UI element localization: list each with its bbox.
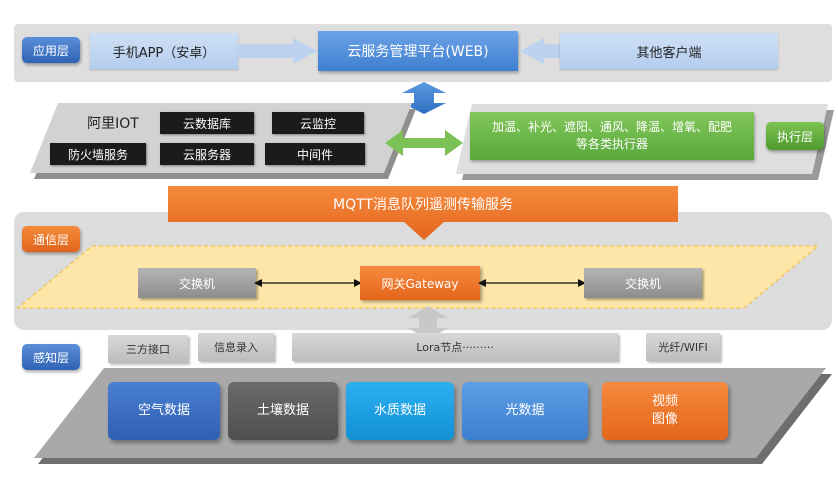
updown-arrow-app-cloud-icon bbox=[402, 82, 446, 114]
sensing-layer-label: 感知层 bbox=[22, 344, 80, 370]
video-image-box: 视频 图像 bbox=[602, 382, 728, 440]
application-layer-label: 应用层 bbox=[22, 37, 80, 63]
cloud-platform-panel bbox=[30, 103, 416, 179]
cloud-web-platform-box: 云服务管理平台(WEB) bbox=[318, 31, 518, 71]
lora-node-chip: Lora节点········· bbox=[292, 333, 618, 361]
mqtt-banner bbox=[168, 186, 678, 240]
air-data-box: 空气数据 bbox=[108, 382, 220, 440]
middleware-chip: 中间件 bbox=[265, 143, 365, 165]
cloud-monitor-chip: 云监控 bbox=[272, 112, 364, 134]
execution-layer-label: 执行层 bbox=[766, 122, 824, 150]
info-entry-chip: 信息录入 bbox=[198, 333, 274, 361]
third-party-interface-chip: 三方接口 bbox=[108, 335, 188, 363]
other-clients-box: 其他客户端 bbox=[560, 33, 778, 69]
firewall-service-chip: 防火墙服务 bbox=[50, 143, 146, 165]
actuators-text-line1: 加温、补光、遮阳、通风、降温、增氧、配肥 bbox=[491, 120, 732, 134]
link-gateway-switch-icon bbox=[478, 279, 586, 287]
cloud-database-chip: 云数据库 bbox=[160, 112, 254, 134]
fiber-wifi-chip: 光纤/WIFI bbox=[646, 333, 720, 361]
water-data-box: 水质数据 bbox=[346, 382, 454, 440]
actuators-box: 加温、补光、遮阳、通风、降温、增氧、配肥 等各类执行器 bbox=[470, 112, 754, 160]
arrow-app-to-web-icon bbox=[237, 38, 317, 64]
mobile-app-box: 手机APP（安卓） bbox=[90, 33, 238, 69]
video-image-line1: 视频 bbox=[651, 394, 678, 409]
leftright-arrow-cloud-exec-icon bbox=[385, 130, 463, 156]
gateway-box: 网关Gateway bbox=[360, 266, 480, 300]
light-data-box: 光数据 bbox=[462, 382, 588, 440]
switch-right: 交换机 bbox=[584, 268, 702, 298]
aliyun-iot-title: 阿里IOT bbox=[87, 116, 139, 132]
soil-data-box: 土壤数据 bbox=[228, 382, 338, 440]
video-image-line2: 图像 bbox=[651, 412, 678, 427]
cloud-server-chip: 云服务器 bbox=[160, 143, 254, 165]
link-switch-gateway-icon bbox=[254, 279, 362, 287]
updown-arrow-gateway-lora-icon bbox=[408, 306, 448, 340]
actuators-text-line2: 等各类执行器 bbox=[575, 137, 648, 151]
mqtt-service-label: MQTT消息队列遥测传输服务 bbox=[333, 197, 513, 213]
switch-left: 交换机 bbox=[138, 268, 256, 298]
communication-layer-label: 通信层 bbox=[22, 226, 80, 252]
